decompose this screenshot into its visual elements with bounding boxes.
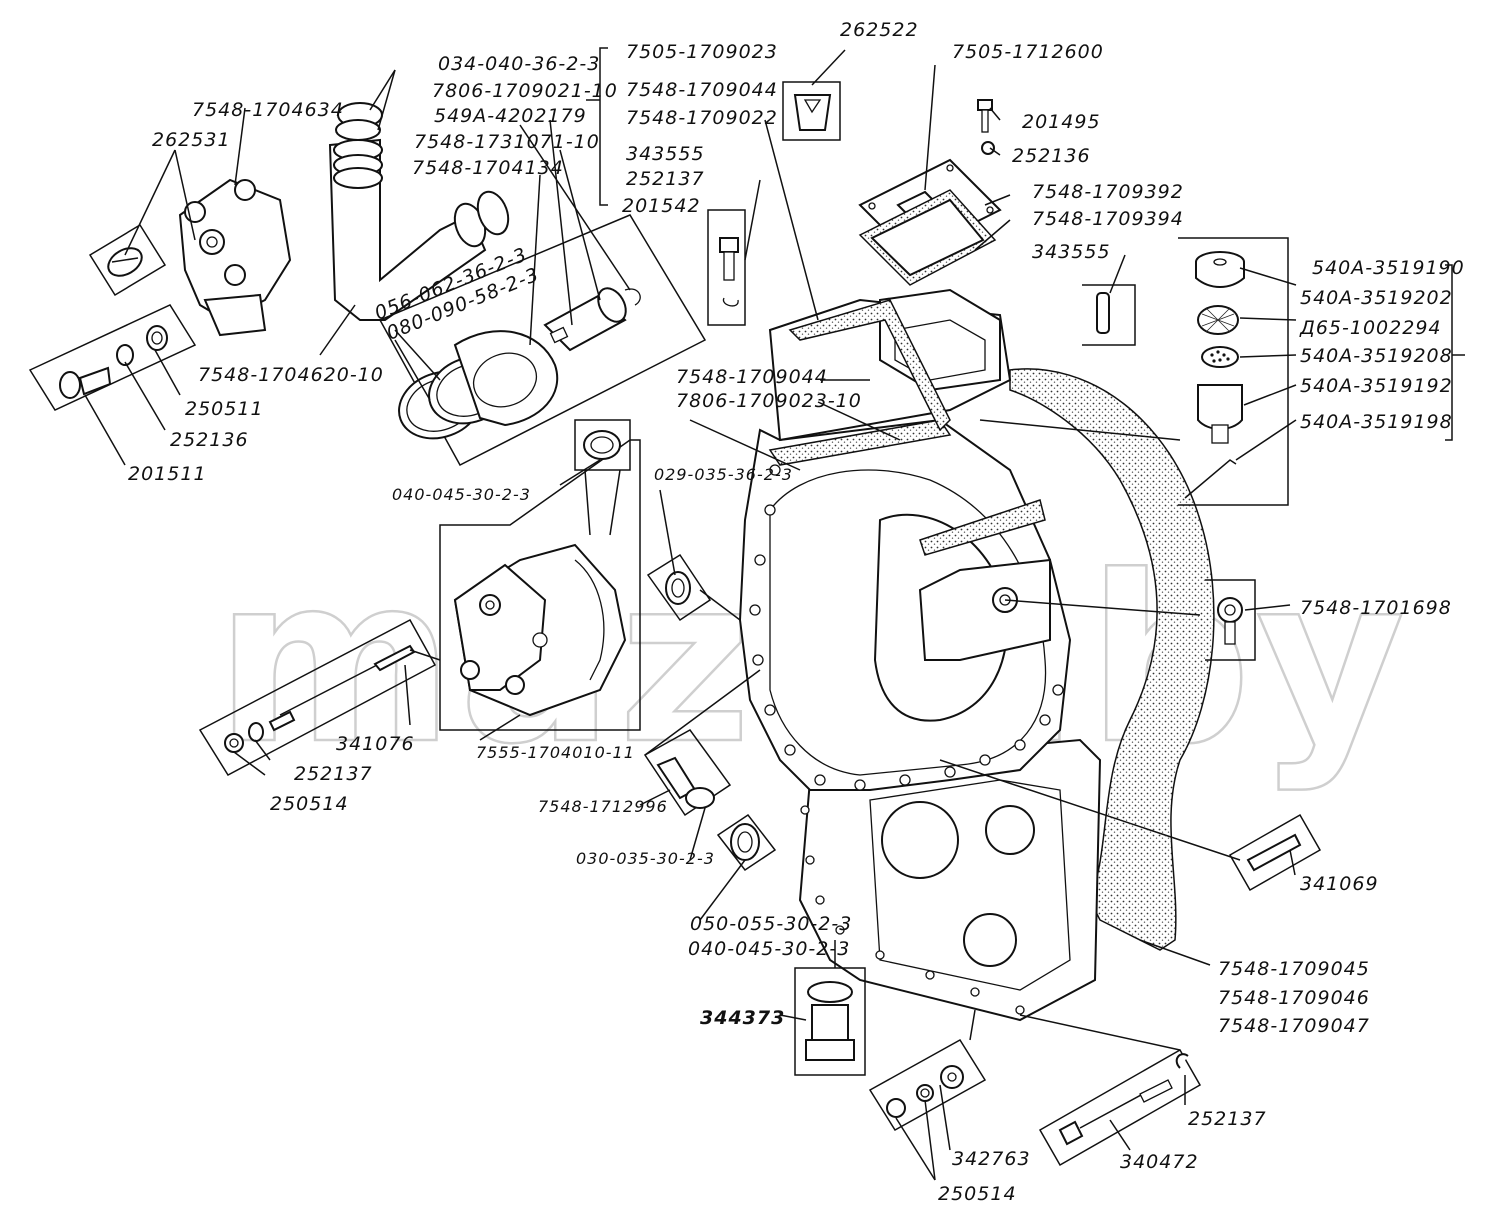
label-7548-1709047: 7548-1709047	[1218, 1015, 1370, 1037]
label-201542: 201542	[622, 195, 701, 217]
label-262522: 262522	[840, 19, 919, 41]
label-262531: 262531	[152, 129, 231, 151]
part-number-labels: 262531 7548-1704634 034-040-36-2-3 7806-…	[128, 19, 1465, 1205]
label-7548-1709392: 7548-1709392	[1032, 181, 1184, 203]
label-7548-1709046: 7548-1709046	[1218, 987, 1370, 1009]
plug-262522	[782, 81, 841, 141]
label-250511: 250511	[185, 398, 264, 420]
label-252136-top: 252136	[1012, 145, 1091, 167]
plug-1712996	[643, 729, 732, 817]
top-cover-assembly	[858, 99, 1002, 286]
label-040-045-30-2-3-bottom: 040-045-30-2-3	[688, 938, 850, 960]
label-343555-left: 343555	[626, 143, 705, 165]
plug-344373	[794, 967, 866, 1076]
label-341069: 341069	[1300, 873, 1379, 895]
dowel-343555	[1082, 284, 1136, 346]
label-040-045-30-2-3-top: 040-045-30-2-3	[392, 485, 531, 504]
label-7806-1709021-10: 7806-1709021-10	[432, 80, 618, 102]
o-rings	[646, 553, 777, 872]
bolt-201542	[707, 209, 746, 326]
label-7548-1704134: 7548-1704134	[412, 157, 564, 179]
label-252137-bottom: 252137	[1188, 1108, 1267, 1130]
label-7548-1704634: 7548-1704634	[192, 99, 344, 121]
label-341076: 341076	[336, 733, 415, 755]
label-250514-left: 250514	[270, 793, 349, 815]
filter-head-1704634	[28, 178, 292, 411]
washer-nut-set	[868, 1038, 987, 1132]
label-7548-1709022: 7548-1709022	[626, 107, 778, 129]
label-540A-3519208: 540A-3519208	[1300, 345, 1453, 367]
label-7548-1709045: 7548-1709045	[1218, 958, 1370, 980]
label-7806-1709023-10: 7806-1709023-10	[676, 390, 862, 412]
label-7548-1701698: 7548-1701698	[1300, 597, 1452, 619]
stud-341069	[1228, 813, 1322, 892]
label-7548-1712996: 7548-1712996	[538, 797, 668, 816]
label-540A-3519202: 540A-3519202	[1300, 287, 1453, 309]
label-050-055-30-2-3: 050-055-30-2-3	[690, 913, 852, 935]
oil-pump-assembly	[439, 419, 641, 731]
eye-bolt-1701698	[1205, 579, 1256, 661]
label-252136-left: 252136	[170, 429, 249, 451]
bolt-340472	[1038, 1048, 1202, 1167]
label-034-040-36-2-3: 034-040-36-2-3	[438, 53, 600, 75]
leader-lines	[84, 47, 1465, 1181]
pipe-1704620	[328, 102, 510, 321]
label-252137-top: 252137	[626, 168, 705, 190]
label-7548-1731071-10: 7548-1731071-10	[414, 131, 600, 153]
label-201495: 201495	[1022, 111, 1101, 133]
stud-341076	[198, 618, 437, 776]
label-201511: 201511	[128, 463, 207, 485]
label-540A-3519190: 540A-3519190	[1312, 257, 1465, 279]
label-7555-1704010-11: 7555-1704010-11	[476, 743, 635, 762]
label-540A-3519198: 540A-3519198	[1300, 411, 1453, 433]
label-250514-bottom: 250514	[938, 1183, 1017, 1205]
label-540A-3519192: 540A-3519192	[1300, 375, 1453, 397]
label-7548-1709394: 7548-1709394	[1032, 208, 1184, 230]
label-7505-1709023: 7505-1709023	[626, 41, 778, 63]
valve-ring-assembly	[378, 214, 707, 466]
label-7548-1709044-mid: 7548-1709044	[676, 366, 828, 388]
label-D65-1002294: Д65-1002294	[1299, 317, 1442, 339]
label-7548-1709044-top: 7548-1709044	[626, 79, 778, 101]
label-344373: 344373	[700, 1007, 785, 1029]
label-252137-left: 252137	[294, 763, 373, 785]
label-340472: 340472	[1120, 1151, 1199, 1173]
flywheel-housing	[738, 288, 1215, 1022]
label-549A-4202179: 549A-4202179	[434, 105, 587, 127]
label-343555-right: 343555	[1032, 241, 1111, 263]
label-030-035-30-2-3: 030-035-30-2-3	[576, 849, 715, 868]
label-342763: 342763	[952, 1148, 1031, 1170]
filter-assembly	[1178, 237, 1289, 506]
label-029-035-36-2-3: 029-035-36-2-3	[654, 465, 793, 484]
label-7505-1712600: 7505-1712600	[952, 41, 1104, 63]
label-7548-1704620-10: 7548-1704620-10	[198, 364, 384, 386]
